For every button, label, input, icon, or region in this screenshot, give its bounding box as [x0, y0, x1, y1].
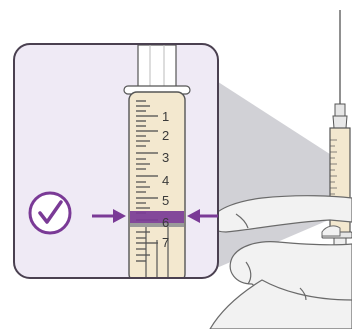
scale-mark-5: 5 [162, 193, 169, 208]
scale-mark-7: 7 [162, 235, 169, 250]
scale-mark-3: 3 [162, 150, 169, 165]
scale-mark-6: 6 [162, 215, 169, 230]
magnified-barrel [128, 91, 186, 277]
barrel-graduations [136, 100, 158, 262]
scale-mark-2: 2 [162, 128, 169, 143]
plunger-stopper [130, 211, 184, 223]
check-circle-icon [28, 191, 72, 235]
hand [209, 195, 352, 329]
arrow-left-icon [187, 209, 218, 223]
zoom-panel [13, 43, 219, 279]
arrow-right-icon [92, 209, 126, 223]
scale-mark-4: 4 [162, 173, 169, 188]
scale-mark-1: 1 [162, 109, 169, 124]
